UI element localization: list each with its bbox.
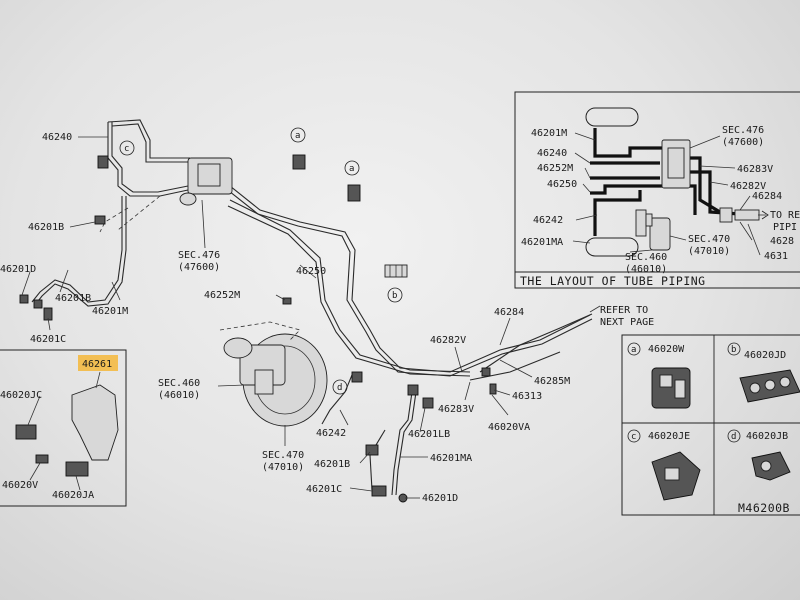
label-46020jc: 46020JC <box>0 390 42 401</box>
label-sec460: SEC.460 <box>158 378 200 389</box>
main-pipe-network <box>31 119 593 496</box>
circle-marks: a a c b d <box>119 127 403 395</box>
detail-box-left: 46261 46020JC 46020V 46020JA <box>0 349 127 507</box>
label-46261: 46261 <box>82 359 112 370</box>
mark-d: d <box>337 383 342 393</box>
label-46020ja: 46020JA <box>52 490 94 501</box>
label-46201lb: 46201LB <box>408 429 450 440</box>
main-labels: 46240 46201B 46201D 46201B 46201M 46201C… <box>0 132 654 504</box>
layout-label-46282v: 46282V <box>730 181 766 192</box>
layout-label-sec476-num: (47600) <box>722 137 764 148</box>
layout-label-46283v: 46283V <box>737 164 773 175</box>
label-46282v: 46282V <box>430 335 466 346</box>
label-46201ma: 46201MA <box>430 453 472 464</box>
grid-mark-c: c <box>631 432 636 442</box>
mark-c: c <box>124 144 129 154</box>
label-46201c-a: 46201C <box>30 334 66 345</box>
catalog-code: M46200B <box>738 501 790 515</box>
layout-label-to-ref: TO REF <box>770 210 800 221</box>
layout-label-sec470: SEC.470 <box>688 234 730 245</box>
label-46242: 46242 <box>316 428 346 439</box>
label-sec470: SEC.470 <box>262 450 304 461</box>
layout-label-sec470-num: (47010) <box>688 246 730 257</box>
parts-grid-box: a 46020W b 46020JD c 46020JE d 46020JB M… <box>621 334 800 516</box>
label-46201c-b: 46201C <box>306 484 342 495</box>
mark-b: b <box>392 291 397 301</box>
tube-piping-layout-box: 46201M 46240 46252M 46250 46242 46201MA … <box>514 91 800 289</box>
layout-label-46252m: 46252M <box>537 163 573 174</box>
grid-label-46020jb: 46020JB <box>746 431 788 442</box>
label-46201d-a: 46201D <box>0 264 36 275</box>
label-46201b-a: 46201B <box>28 222 64 233</box>
label-next-page: NEXT PAGE <box>600 317 654 328</box>
layout-label-sec476: SEC.476 <box>722 125 764 136</box>
label-46201m: 46201M <box>92 306 128 317</box>
label-46284: 46284 <box>494 307 524 318</box>
grid-label-46020w: 46020W <box>648 344 685 355</box>
highlight-46261 <box>78 355 118 371</box>
label-46313: 46313 <box>512 391 542 402</box>
label-46201d-b: 46201D <box>422 493 458 504</box>
main-parts <box>19 154 497 503</box>
label-sec476-num: (47600) <box>178 262 220 273</box>
label-refer-to: REFER TO <box>600 305 648 316</box>
grid-label-46020jd: 46020JD <box>744 350 786 361</box>
layout-box-title: THE LAYOUT OF TUBE PIPING <box>520 274 706 288</box>
label-46020va: 46020VA <box>488 422 530 433</box>
label-sec476: SEC.476 <box>178 250 220 261</box>
grid-mark-b: b <box>731 345 736 355</box>
layout-label-4628: 4628 <box>770 236 794 247</box>
label-46240: 46240 <box>42 132 72 143</box>
label-sec460-num: (46010) <box>158 390 200 401</box>
layout-label-46250: 46250 <box>547 179 577 190</box>
grid-mark-d: d <box>731 432 736 442</box>
label-46201b-b: 46201B <box>55 293 91 304</box>
layout-label-pipi: PIPI <box>773 222 797 233</box>
layout-label-46240: 46240 <box>537 148 567 159</box>
layout-label-46242: 46242 <box>533 215 563 226</box>
grid-mark-a: a <box>631 345 636 355</box>
label-sec470-num: (47010) <box>262 462 304 473</box>
layout-label-sec460: SEC.460 <box>625 252 667 263</box>
label-46250: 46250 <box>296 266 326 277</box>
leader-lines <box>21 136 601 499</box>
mark-a-2: a <box>349 164 354 174</box>
label-46283v: 46283V <box>438 404 474 415</box>
label-46201b-c: 46201B <box>314 459 350 470</box>
layout-label-46284: 46284 <box>752 191 782 202</box>
label-46285m: 46285M <box>534 376 570 387</box>
layout-label-sec460-num: (46010) <box>625 264 667 275</box>
layout-label-46201m: 46201M <box>531 128 567 139</box>
label-46252m: 46252M <box>204 290 240 301</box>
label-46020v: 46020V <box>2 480 38 491</box>
layout-label-4631: 4631 <box>764 251 788 262</box>
grid-label-46020je: 46020JE <box>648 431 690 442</box>
layout-label-46201ma: 46201MA <box>521 237 563 248</box>
mark-a: a <box>295 131 300 141</box>
